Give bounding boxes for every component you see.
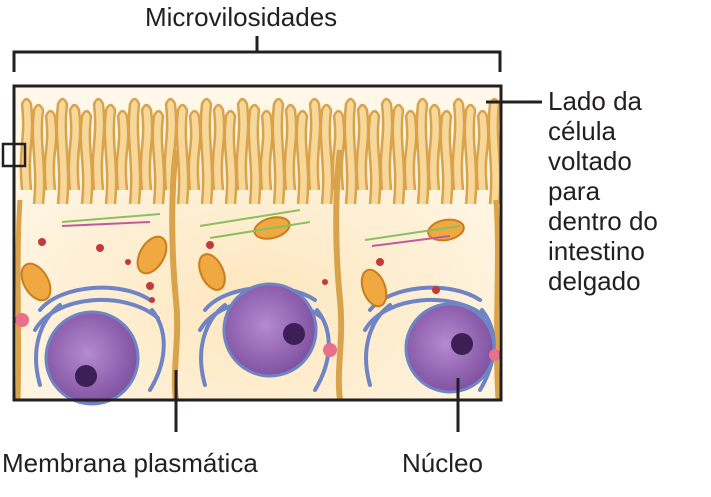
microvillus xyxy=(151,109,166,205)
mitochondria xyxy=(20,216,465,308)
microvillus xyxy=(451,97,466,191)
microvillus xyxy=(355,103,370,191)
microvillus xyxy=(271,97,286,205)
microvillus xyxy=(31,103,46,205)
microvillus xyxy=(403,109,418,191)
plasma-membrane-label: Membrana plasmática xyxy=(2,448,258,478)
microvillus xyxy=(199,97,214,205)
cell-tissue xyxy=(12,84,503,406)
cell-side-line-3: voltado xyxy=(548,146,632,176)
microvillus xyxy=(247,103,262,205)
microvillus xyxy=(439,109,454,205)
microvillus xyxy=(127,97,142,205)
microvillus xyxy=(343,97,358,205)
microvillus xyxy=(235,97,250,191)
cell-side-line-6: intestino xyxy=(548,236,645,266)
cell-side-line-4: para xyxy=(548,176,601,206)
microvillus xyxy=(115,109,130,191)
microvillus xyxy=(175,103,190,205)
cell-side-line-2: célula xyxy=(548,116,616,146)
plasma-membrane-1 xyxy=(169,149,181,401)
microvillus xyxy=(91,97,106,191)
microvillus xyxy=(139,103,154,191)
microvillus xyxy=(415,97,430,205)
microvillus xyxy=(211,103,226,191)
microvillus xyxy=(427,103,442,191)
cell-side-line-7: delgado xyxy=(548,266,641,296)
microvilli-label: Microvilosidades xyxy=(145,2,338,32)
microvillus xyxy=(391,103,406,205)
microvillus xyxy=(463,103,478,205)
nucleus-label: Núcleo xyxy=(402,448,483,478)
cell-side-label: Lado da célula voltado para dentro do in… xyxy=(548,86,658,296)
microvillus xyxy=(79,109,94,205)
lysosomes xyxy=(15,313,501,361)
microvillus xyxy=(367,109,382,205)
microvillus xyxy=(379,97,394,191)
microvillus xyxy=(259,109,274,191)
cell-side-line-1: Lado da xyxy=(548,86,642,116)
filaments xyxy=(61,209,461,247)
detail-marker xyxy=(1,142,27,168)
nucleus-1 xyxy=(44,310,140,406)
microvillus xyxy=(283,103,298,191)
nucleus-3 xyxy=(404,302,496,394)
cell-side-line-5: dentro do xyxy=(548,206,658,236)
microvilli-bracket xyxy=(12,36,502,72)
microvillus xyxy=(475,109,490,191)
microvillus xyxy=(487,97,502,205)
vesicles xyxy=(38,238,440,303)
plasma-membrane-2 xyxy=(333,149,345,401)
nucleus-2 xyxy=(222,282,318,378)
microvillus xyxy=(223,109,238,205)
microvillus xyxy=(307,97,322,191)
microvillus xyxy=(55,97,70,205)
microvillus xyxy=(103,103,118,205)
microvillus xyxy=(43,109,58,191)
microvillus xyxy=(187,109,202,191)
microvillus xyxy=(295,109,310,205)
microvillus xyxy=(319,103,334,205)
microvillus xyxy=(67,103,82,191)
